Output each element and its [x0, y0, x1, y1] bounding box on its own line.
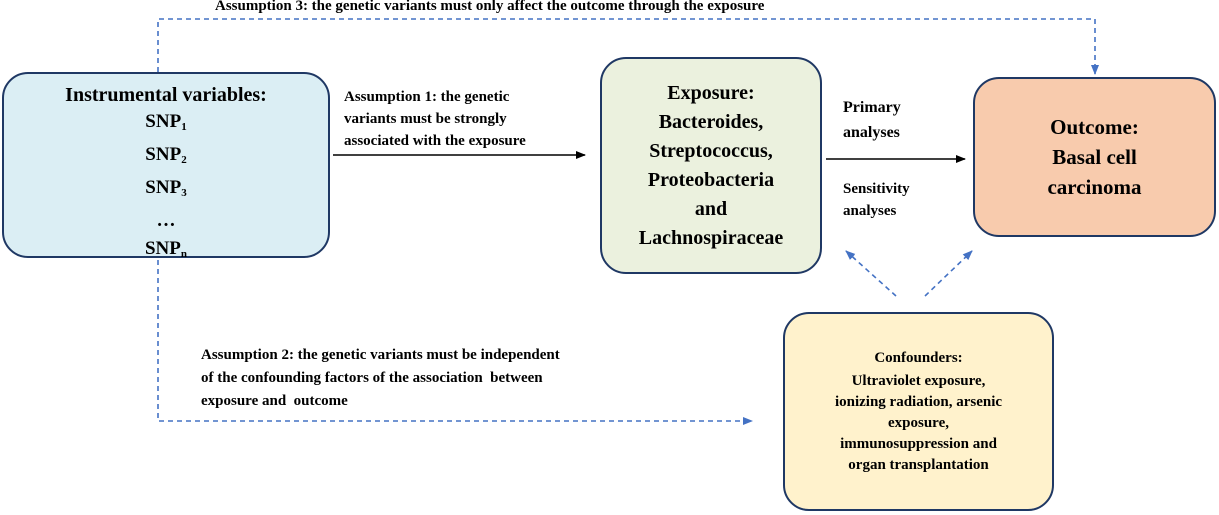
primary-analyses-label: Primary analyses — [843, 99, 901, 141]
confounder-exposure-arrow — [845, 250, 897, 297]
confounders-title: Confounders: — [874, 349, 963, 366]
confounder-item: organ transplantation — [848, 456, 989, 473]
assumption-2-label: Assumption 2: the genetic variants must … — [201, 347, 560, 409]
assumption-1-label: Assumption 1: the genetic variants must … — [344, 89, 526, 149]
exposure-item: Proteobacteria — [647, 168, 775, 191]
exposure-item: Lachnospiraceae — [638, 226, 784, 249]
exposure-box: Exposure: Bacteroides, Streptococcus, Pr… — [600, 57, 822, 274]
exposure-item: and — [694, 197, 728, 220]
confounder-item: immunosuppression and — [840, 435, 997, 452]
assumption-3-arrow — [157, 18, 1099, 75]
instrumental-variables-box: Instrumental variables: SNP1 SNP2 SNP3 …… — [2, 72, 330, 260]
outcome-title: Outcome: — [1050, 115, 1139, 139]
confounder-item: exposure, — [888, 414, 949, 431]
snp-ellipsis: … — [156, 210, 176, 231]
instrumental-variables-title: Instrumental variables: — [65, 84, 267, 106]
exposure-title: Exposure: — [667, 81, 755, 104]
sensitivity-analyses-label: Sensitivity analyses — [843, 181, 910, 219]
outcome-item: Basal cell — [1052, 145, 1137, 169]
outcome-box: Outcome: Basal cell carcinoma — [973, 77, 1216, 237]
snp-item: SNP1 — [145, 111, 187, 133]
assumption-3-label: Assumption 3: the genetic variants must … — [215, 0, 765, 14]
confounder-item: ionizing radiation, arsenic — [834, 393, 1003, 410]
exposure-item: Streptococcus, — [649, 139, 773, 162]
exposure-item: Bacteroides, — [658, 110, 764, 133]
confounder-item: Ultraviolet exposure, — [851, 372, 986, 389]
confounder-outcome-arrow — [924, 250, 973, 297]
outcome-item: carcinoma — [1047, 175, 1142, 199]
snp-item: SNP3 — [145, 177, 187, 199]
snp-item: SNP2 — [145, 144, 187, 166]
snp-item: SNPn — [144, 238, 188, 260]
confounders-box: Confounders: Ultraviolet exposure, ioniz… — [783, 312, 1054, 511]
